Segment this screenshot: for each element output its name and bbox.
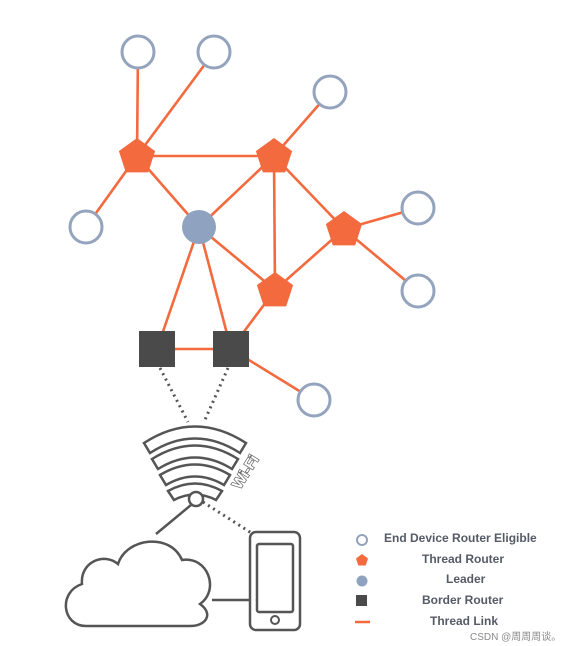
thread-links <box>84 51 419 402</box>
end-device-node-ed2 <box>196 34 232 70</box>
legend-label-thread-link: Thread Link <box>430 614 498 628</box>
thread-router-node-r4 <box>256 272 294 307</box>
legend-label-border-router: Border Router <box>422 593 504 607</box>
wifi-arc-outer <box>142 425 248 455</box>
legend-label-end-device: End Device Router Eligible <box>384 531 537 545</box>
phone-screen <box>255 542 295 614</box>
wifi-hub-icon <box>187 490 205 508</box>
border-router-2-wifi-link <box>202 367 230 423</box>
legend-leader-symbol <box>356 575 368 587</box>
end-device-node-ed3 <box>68 209 104 245</box>
phone-home-button <box>270 615 280 625</box>
legend-thread-router-symbol <box>356 554 368 566</box>
cloud-connections <box>155 504 250 602</box>
thread-router-node-r2 <box>255 138 293 173</box>
thread-link-r2-r4 <box>272 155 277 291</box>
thread-link-r1-ed2 <box>135 51 216 157</box>
legend-border-router-symbol <box>356 595 367 606</box>
cloud-icon <box>64 540 212 628</box>
thread-nodes <box>68 34 436 418</box>
border-router-1-wifi-link <box>158 367 190 423</box>
end-device-node-ed5 <box>400 190 436 226</box>
thread-router-node-r1 <box>118 138 156 173</box>
border-router-node-br2 <box>213 331 249 367</box>
legend-label-thread-router: Thread Router <box>422 552 504 566</box>
wifi-icon <box>142 425 248 508</box>
hub-to-cloud-line <box>155 504 192 535</box>
end-device-node-ed6 <box>400 273 436 309</box>
wifi-connections <box>158 367 254 536</box>
wifi-arc-3 <box>158 463 232 487</box>
border-router-node-br1 <box>139 331 175 367</box>
thread-link-leader-br1 <box>155 226 201 350</box>
watermark: CSDN @周周周谈。 <box>470 630 561 643</box>
legend-end-device-symbol <box>356 534 368 546</box>
legend-label-leader: Leader <box>446 572 486 586</box>
wifi-arc-2 <box>150 444 240 471</box>
end-device-node-ed1 <box>120 34 156 70</box>
phone-wifi-link <box>202 500 254 536</box>
thread-router-node-r3 <box>325 211 363 246</box>
end-device-node-ed7 <box>296 382 332 418</box>
thread-link-leader-br2 <box>197 226 233 350</box>
legend: End Device Router Eligible Thread Router… <box>355 531 537 628</box>
end-device-node-ed4 <box>312 74 348 110</box>
phone-icon <box>248 530 302 632</box>
leader-node-leader <box>182 210 216 244</box>
